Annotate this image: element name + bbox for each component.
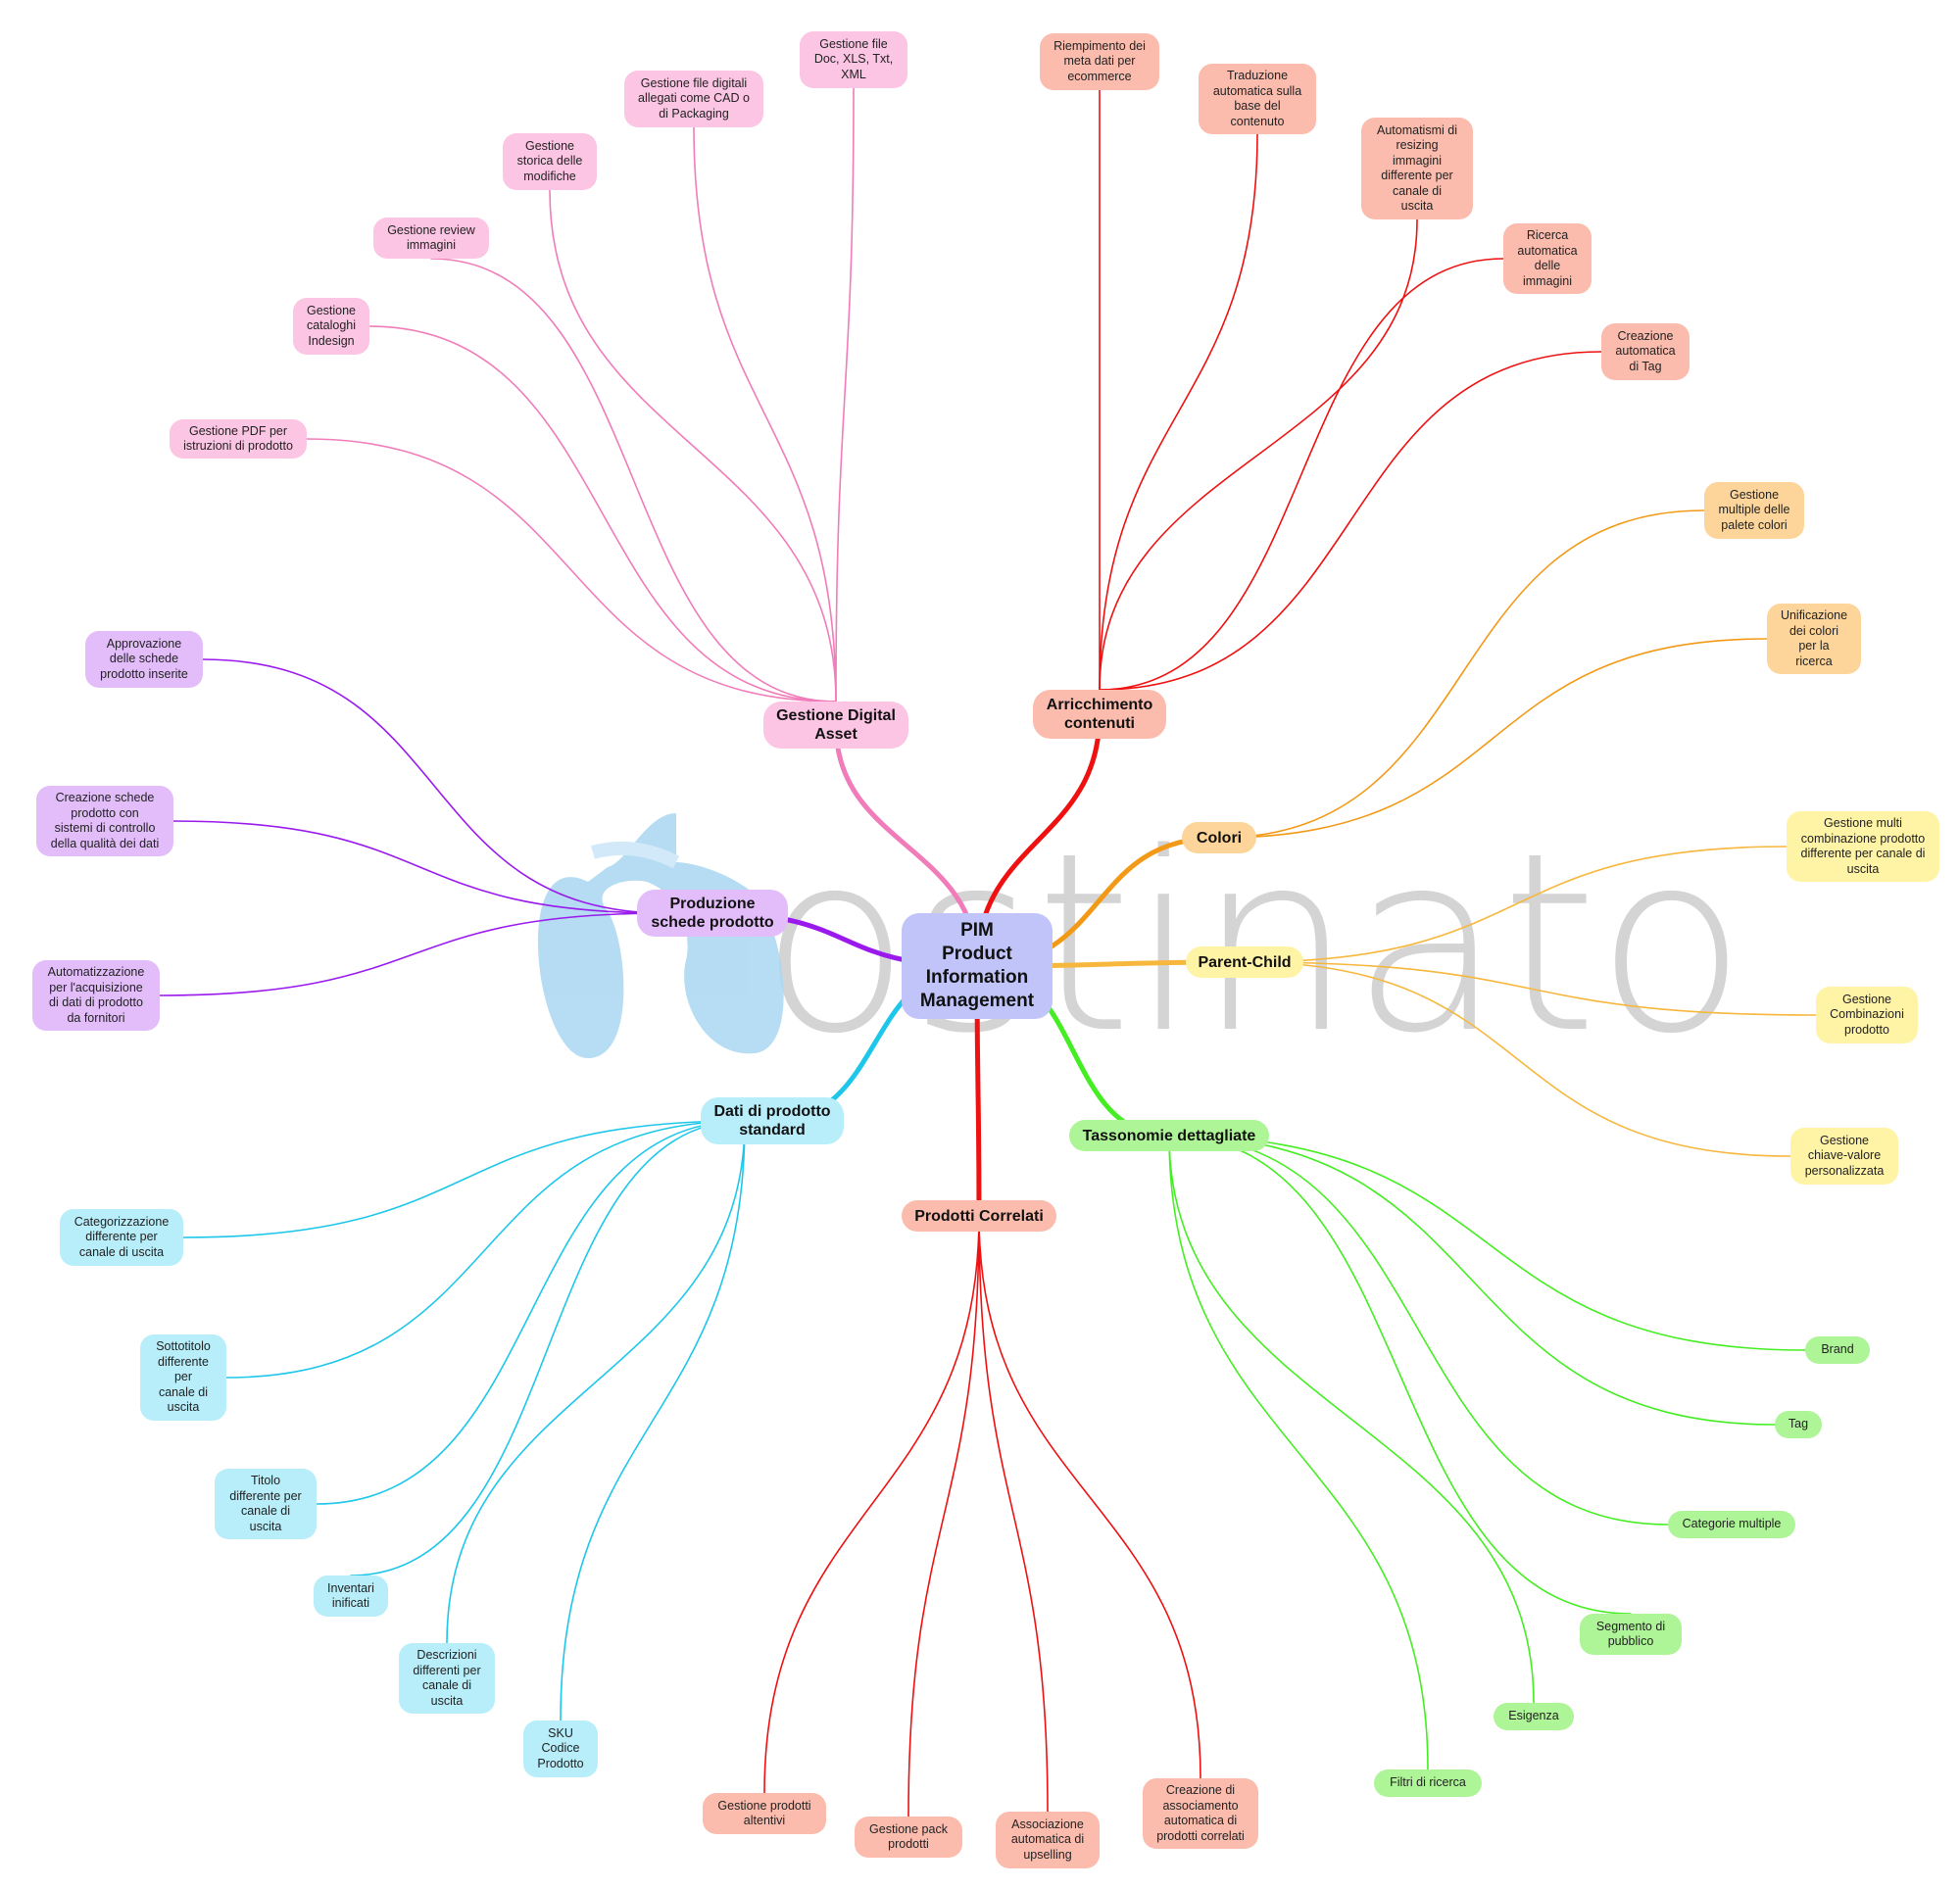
- edge-tassonomie-tag: [1168, 1135, 1776, 1426]
- edge-dati-standard-sottotitolo: [225, 1120, 746, 1379]
- node-multi-comb[interactable]: Gestione multi combinazione prodotto dif…: [1787, 811, 1939, 882]
- edge-parent-child-multi-comb: [1244, 846, 1788, 963]
- edge-arricchimento-traduzione: [1099, 133, 1258, 691]
- edge-digital-asset-pdf: [306, 438, 837, 703]
- node-pdf[interactable]: Gestione PDF per istruzioni di prodotto: [170, 419, 307, 459]
- edge-correlati-associamento: [978, 1215, 1201, 1779]
- edge-produzione-acquisizione: [159, 912, 667, 996]
- node-palete[interactable]: Gestione multiple delle palete colori: [1704, 482, 1804, 539]
- node-traduzione[interactable]: Traduzione automatica sulla base del con…: [1199, 64, 1316, 134]
- node-docfile[interactable]: Gestione file Doc, XLS, Txt, XML: [800, 31, 907, 88]
- edge-arricchimento-tag-auto: [1099, 351, 1602, 691]
- category-correlati[interactable]: Prodotti Correlati: [902, 1200, 1056, 1232]
- node-acquisizione[interactable]: Automatizzazione per l'acquisizione di d…: [32, 960, 160, 1031]
- node-categorie[interactable]: Categorie multiple: [1668, 1511, 1795, 1538]
- node-unificazione[interactable]: Unificazione dei colori per la ricerca: [1767, 604, 1861, 674]
- node-chiave-valore[interactable]: Gestione chiave-valore personalizzata: [1790, 1128, 1898, 1185]
- node-creazione-schede[interactable]: Creazione schede prodotto con sistemi di…: [36, 786, 173, 856]
- edge-digital-asset-docfile: [835, 87, 855, 703]
- edge-digital-asset-review: [430, 258, 837, 703]
- edge-dati-standard-inventari: [350, 1120, 746, 1576]
- category-produzione[interactable]: Produzione schede prodotto: [637, 890, 788, 937]
- edge-correlati-upselling: [978, 1215, 1049, 1813]
- node-tag[interactable]: Tag: [1775, 1411, 1822, 1438]
- edge-parent-child-combinazioni: [1244, 961, 1817, 1016]
- category-dati-standard[interactable]: Dati di prodotto standard: [701, 1097, 844, 1144]
- node-storica[interactable]: Gestione storica delle modifiche: [503, 133, 597, 190]
- node-brand[interactable]: Brand: [1805, 1336, 1870, 1364]
- category-parent-child[interactable]: Parent-Child: [1186, 946, 1303, 978]
- edge-arricchimento-resizing: [1099, 218, 1418, 691]
- node-inventari[interactable]: Inventari inificati: [314, 1575, 388, 1617]
- node-titolo[interactable]: Titolo differente per canale di uscita: [215, 1469, 317, 1539]
- edge-produzione-creazione-schede: [172, 820, 667, 914]
- edge-arricchimento-ricerca-img: [1099, 258, 1504, 691]
- edge-digital-asset-indesign: [368, 325, 837, 703]
- edge-correlati-alternativi: [763, 1215, 980, 1794]
- node-approvazione[interactable]: Approvazione delle schede prodotto inser…: [85, 631, 203, 688]
- node-alternativi[interactable]: Gestione prodotti altentivi: [703, 1793, 826, 1834]
- edge-tassonomie-segmento: [1168, 1135, 1632, 1615]
- edge-tassonomie-esigenza: [1168, 1135, 1535, 1704]
- node-tag-auto[interactable]: Creazione automatica di Tag: [1601, 323, 1690, 380]
- node-resizing[interactable]: Automatismi di resizing immagini differe…: [1361, 118, 1473, 219]
- node-upselling[interactable]: Associazione automatica di upselling: [996, 1812, 1100, 1868]
- category-colori[interactable]: Colori: [1182, 822, 1256, 853]
- edge-colori-unificazione: [1218, 638, 1768, 839]
- node-pack[interactable]: Gestione pack prodotti: [855, 1817, 962, 1858]
- node-indesign[interactable]: Gestione cataloghi Indesign: [293, 298, 369, 355]
- edge-parent-child-chiave-valore: [1244, 961, 1791, 1157]
- edge-dati-standard-sku: [560, 1120, 746, 1721]
- edge-digital-asset-cad: [693, 126, 837, 703]
- central-node[interactable]: PIM Product Information Management: [902, 913, 1053, 1019]
- node-associamento[interactable]: Creazione di associamento automatica di …: [1143, 1778, 1258, 1849]
- edge-tassonomie-filtri: [1168, 1135, 1429, 1770]
- node-review[interactable]: Gestione review immagini: [373, 218, 489, 259]
- edge-correlati-pack: [907, 1215, 980, 1817]
- edge-dati-standard-categorizzazione: [182, 1120, 746, 1238]
- category-tassonomie[interactable]: Tassonomie dettagliate: [1069, 1120, 1269, 1151]
- node-sku[interactable]: SKU Codice Prodotto: [523, 1720, 598, 1777]
- node-sottotitolo[interactable]: Sottotitolo differente per canale di usc…: [140, 1334, 226, 1421]
- node-categorizzazione[interactable]: Categorizzazione differente per canale d…: [60, 1209, 183, 1266]
- edge-tassonomie-categorie: [1168, 1135, 1669, 1526]
- node-cad[interactable]: Gestione file digitali allegati come CAD…: [624, 71, 763, 127]
- watermark-logo-icon: [537, 813, 784, 1058]
- edge-digital-asset-storica: [549, 189, 837, 703]
- node-segmento[interactable]: Segmento di pubblico: [1580, 1614, 1682, 1655]
- node-descrizioni[interactable]: Descrizioni differenti per canale di usc…: [399, 1643, 495, 1714]
- node-metadati[interactable]: Riempimento dei meta dati per ecommerce: [1040, 33, 1159, 90]
- edge-dati-standard-descrizioni: [446, 1120, 746, 1644]
- edge-dati-standard-titolo: [316, 1120, 746, 1505]
- edge-produzione-approvazione: [202, 658, 667, 914]
- node-esigenza[interactable]: Esigenza: [1494, 1703, 1574, 1730]
- node-ricerca-img[interactable]: Ricerca automatica delle immagini: [1503, 223, 1592, 294]
- category-arricchimento[interactable]: Arricchimento contenuti: [1033, 690, 1166, 739]
- edge-colori-palete: [1218, 509, 1705, 839]
- node-combinazioni[interactable]: Gestione Combinazioni prodotto: [1816, 987, 1918, 1043]
- node-filtri[interactable]: Filtri di ricerca: [1374, 1769, 1482, 1797]
- category-digital-asset[interactable]: Gestione Digital Asset: [763, 702, 908, 749]
- edge-tassonomie-brand: [1168, 1135, 1806, 1351]
